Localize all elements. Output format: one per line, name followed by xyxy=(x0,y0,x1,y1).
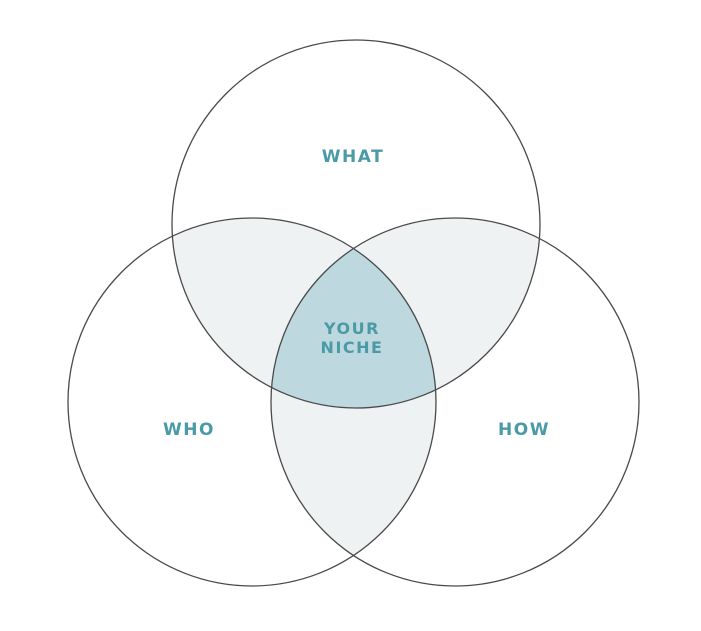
label-center-line1: YOUR xyxy=(323,319,380,338)
label-what: WHAT xyxy=(322,147,384,167)
circle-how xyxy=(270,217,640,587)
circle-what xyxy=(171,39,541,409)
overlap-center xyxy=(271,218,436,408)
label-how: HOW xyxy=(498,420,550,440)
label-center-line2: NICHE xyxy=(321,338,384,357)
label-who: WHO xyxy=(163,420,215,440)
circle-who xyxy=(67,217,437,587)
